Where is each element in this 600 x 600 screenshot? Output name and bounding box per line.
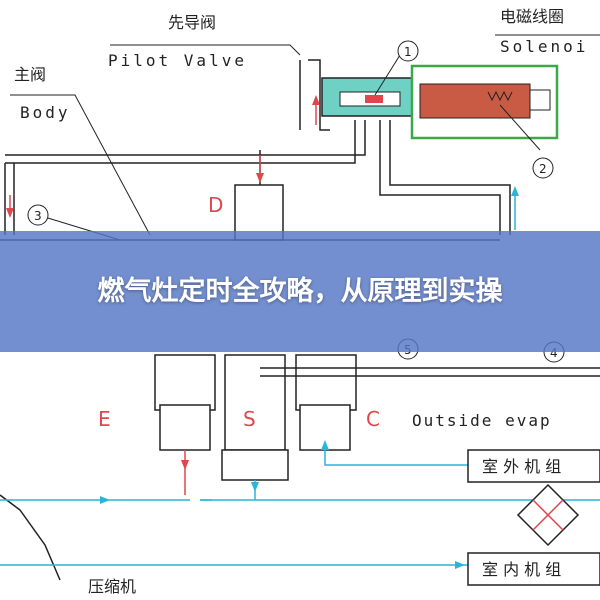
number-1: 1 [404,45,412,59]
number-3: 3 [34,209,42,223]
solenoid-coil [410,64,559,140]
flow-arrows [0,95,600,569]
body-cn-label: 主阀 [14,65,46,84]
outdoor-unit-label: 室 外 机 组 [482,457,561,476]
pilot-en-label: Pilot Valve [108,51,247,70]
indoor-unit-label: 室 内 机 组 [482,560,561,579]
compressor-label: 压缩机 [88,577,136,596]
port-e-label: E [98,407,111,431]
unit-boxes [467,449,600,586]
number-4: 4 [550,346,558,360]
pilot-valve [321,77,413,117]
number-2: 2 [539,162,547,176]
outside-evap-label: Outside evap [412,411,552,430]
body-en-label: Body [20,103,71,122]
port-s-label: S [243,407,256,431]
port-c-label: C [366,407,380,431]
pilot-cn-label: 先导阀 [168,13,216,32]
solenoid-cn-label: 电磁线圈 [500,7,564,26]
port-d-label: D [208,193,223,217]
title-banner: 燃气灶定时全攻略，从原理到实操 [0,231,600,352]
solenoid-en-label: Solenoi [500,37,588,56]
pipes [0,59,600,581]
banner-title: 燃气灶定时全攻略，从原理到实操 [97,276,503,307]
